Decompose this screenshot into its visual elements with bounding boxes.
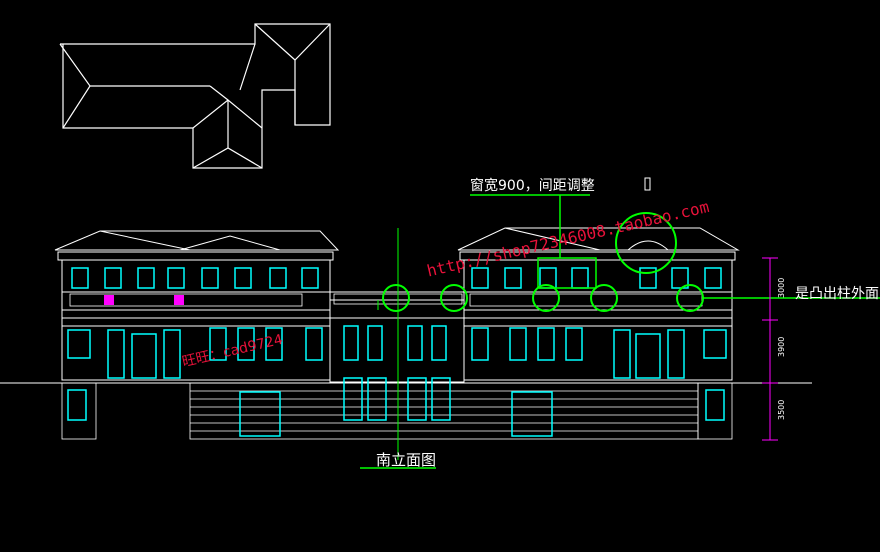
axis-lines	[377, 228, 399, 460]
window-width-annotation: 窗宽900，间距调整	[470, 178, 595, 194]
dimension-upper: 3000	[777, 277, 786, 298]
building-left-wing	[54, 230, 340, 381]
column-annotation: 是凸出柱外面	[795, 286, 879, 302]
drawing-title: 南立面图	[376, 451, 437, 469]
dimension-lines	[762, 257, 778, 441]
leader-lines	[360, 194, 880, 469]
roof-plan	[59, 23, 331, 169]
highlight-circles	[382, 212, 704, 312]
balcony-ornaments	[104, 295, 184, 305]
dimension-lower: 3500	[777, 399, 786, 420]
cursor-mark	[644, 177, 651, 191]
lower-plinth	[61, 382, 733, 440]
dimension-middle: 3900	[777, 336, 786, 357]
lower-windows	[67, 325, 727, 437]
